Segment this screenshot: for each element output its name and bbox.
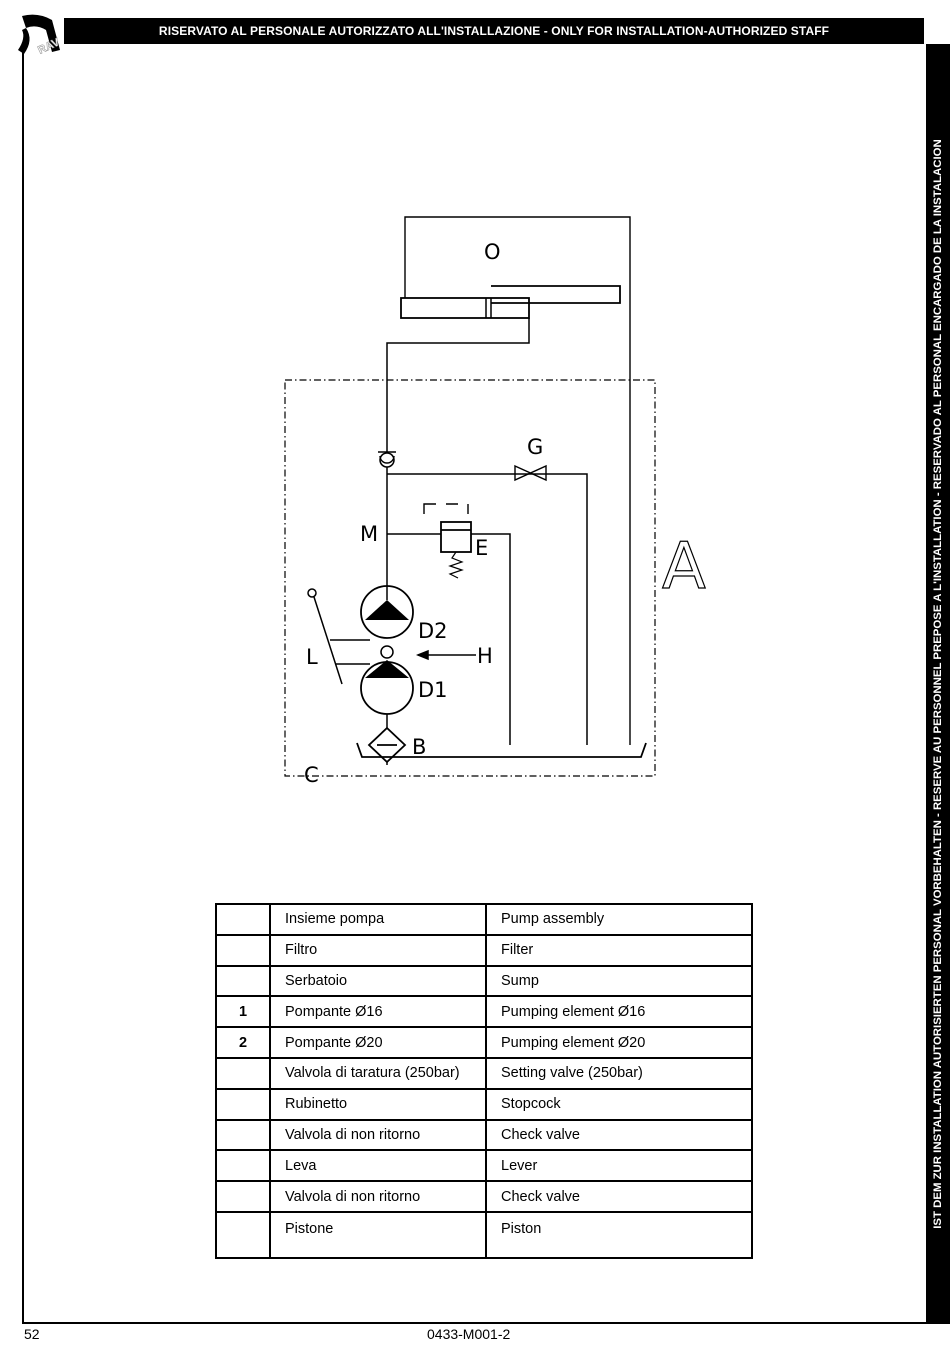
legend-number: [216, 1150, 271, 1183]
frame-left-line: [22, 44, 24, 1324]
label-d2: D2: [418, 619, 448, 643]
legend-english: Piston: [501, 1220, 542, 1237]
line-h-arrow: [415, 649, 429, 661]
legend-number: 1: [216, 996, 271, 1029]
legend-number: [216, 934, 271, 967]
legend-italian: Rubinetto: [270, 1088, 487, 1121]
legend-english: Check valve: [486, 1119, 752, 1152]
pressure-line: [386, 318, 530, 452]
legend-italian: Pompante Ø16: [270, 996, 487, 1029]
legend-number: [216, 1181, 271, 1213]
legend-number: [216, 1211, 271, 1258]
document-code: 0433-M001-2: [427, 1326, 511, 1342]
legend-number: [216, 904, 271, 936]
sump-c: [356, 742, 647, 758]
check-valve-h: [380, 645, 394, 659]
label-c: C: [304, 763, 319, 787]
return-circuit-line: [404, 216, 631, 745]
lever-knob: [307, 588, 317, 598]
legend-english: Pumping element Ø16: [486, 996, 752, 1029]
legend-italian: Serbatoio: [270, 965, 487, 998]
legend-english: Pumping element Ø20: [486, 1027, 752, 1059]
setting-valve-spring: [448, 551, 464, 579]
label-e: E: [475, 536, 488, 560]
setting-valve-outlet: [471, 533, 511, 745]
label-a: A: [662, 530, 706, 604]
legend-english: Filter: [486, 934, 752, 967]
pump-d2-triangle: [365, 600, 409, 620]
legend-number: 2: [216, 1027, 271, 1059]
stopcock-line: [387, 473, 588, 745]
legend-english: Setting valve (250bar): [486, 1057, 752, 1090]
label-m: M: [360, 522, 378, 546]
piston-rod-shape: [491, 285, 621, 304]
label-d1: D1: [418, 678, 448, 702]
legend-row: Pistone Piston: [216, 1211, 752, 1258]
legend-italian: Filtro: [270, 934, 487, 967]
legend-italian: Valvola di non ritorno: [270, 1181, 487, 1213]
legend-italian: Insieme pompa: [270, 904, 487, 936]
legend-number: [216, 965, 271, 998]
label-g: G: [527, 435, 543, 459]
rav-logo: RAV: [18, 14, 62, 57]
legend-english: Pump assembly: [486, 904, 752, 936]
schematic-layer: O G M E D2 H L D1 B C A: [284, 216, 707, 787]
legend-number: [216, 1057, 271, 1090]
legend-row: Valvola di taratura (250bar)Setting valv…: [216, 1057, 752, 1090]
legend-italian: Pistone: [270, 1211, 487, 1258]
legend-italian: Pompante Ø20: [270, 1027, 487, 1059]
legend-english: Lever: [486, 1150, 752, 1183]
label-l: L: [306, 645, 318, 669]
cylinder-barrel-box: [400, 297, 530, 319]
legend-number: [216, 1119, 271, 1152]
pump-d1-triangle: [365, 660, 409, 678]
label-o: O: [484, 240, 501, 264]
stopcock-symbol: [514, 464, 547, 482]
legend-english: Sump: [486, 965, 752, 998]
label-b: B: [412, 735, 426, 759]
legend-italian: Leva: [270, 1150, 487, 1183]
lever-arm: [313, 596, 343, 685]
legend-italian: Valvola di non ritorno: [270, 1119, 487, 1152]
pump-d2: [360, 585, 414, 639]
label-h: H: [477, 644, 493, 668]
legend-number: [216, 1088, 271, 1121]
legend-english: Stopcock: [486, 1088, 752, 1121]
header-title: RISERVATO AL PERSONALE AUTORIZZATO ALL'I…: [158, 24, 830, 38]
frame-bottom-line: [22, 1322, 928, 1324]
setting-valve-pilot: [423, 503, 469, 514]
legend-english: Check valve: [486, 1181, 752, 1213]
pump-assembly-boundary: [284, 379, 656, 777]
page-number: 52: [24, 1326, 40, 1342]
header-bar: RISERVATO AL PERSONALE AUTORIZZATO ALL'I…: [64, 18, 924, 44]
side-bar: [926, 44, 950, 1324]
legend-italian: Valvola di taratura (250bar): [270, 1057, 487, 1090]
